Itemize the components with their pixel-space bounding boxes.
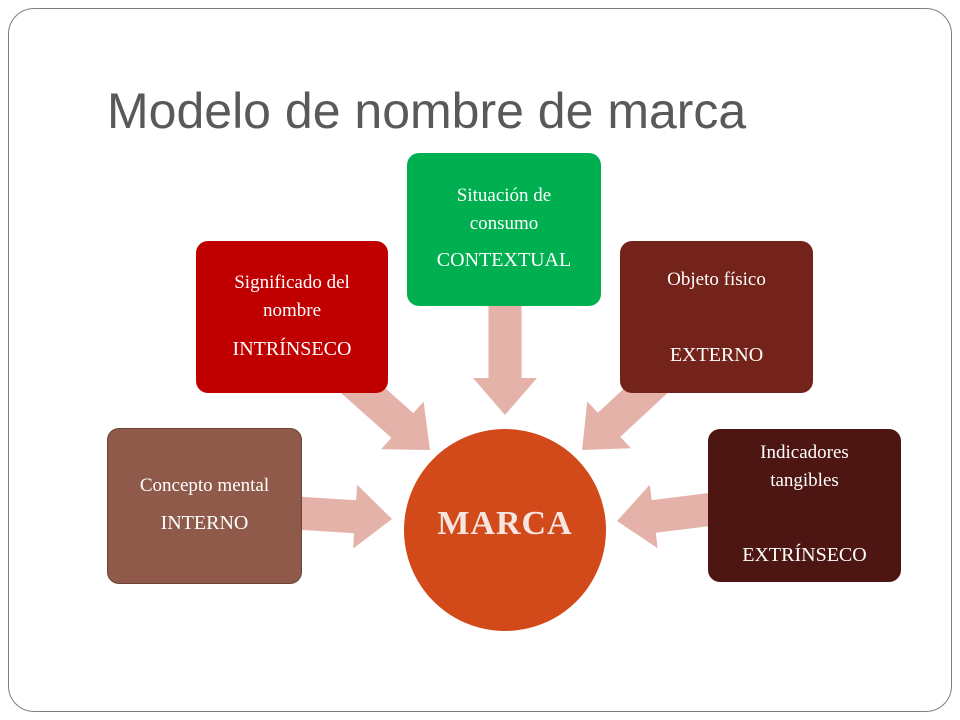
arrow-concepto-to-marca — [279, 484, 392, 549]
node-label: Indicadores tangibles — [760, 442, 849, 491]
slide-title: Modelo de nombre de marca — [107, 83, 747, 139]
node-type: CONTEXTUAL — [436, 249, 572, 271]
node-indicadores-tangibles: Indicadores tangibles EXTRÍNSECO — [708, 429, 901, 582]
node-type: INTRÍNSECO — [232, 338, 352, 360]
node-type: EXTERNO — [669, 344, 764, 366]
arrow-indicadores-to-marca — [617, 484, 732, 549]
node-label: Significado del nombre — [234, 272, 350, 321]
arrow-situacion-to-marca — [473, 290, 537, 415]
node-situacion-de-consumo: Situación de consumo CONTEXTUAL — [407, 153, 601, 306]
center-label: MARCA — [437, 505, 573, 542]
center-marca-circle: MARCA — [404, 429, 606, 631]
node-label: Situación de consumo — [456, 185, 552, 234]
node-label: Objeto físico — [667, 269, 766, 290]
node-label: Concepto mental — [139, 475, 270, 496]
node-significado-del-nombre: Significado del nombre INTRÍNSECO — [196, 241, 388, 393]
node-type: INTERNO — [160, 512, 249, 534]
node-objeto-fisico: Objeto físico EXTERNO — [620, 241, 813, 393]
node-concepto-mental: Concepto mental INTERNO — [107, 428, 302, 584]
node-type: EXTRÍNSECO — [742, 544, 867, 566]
